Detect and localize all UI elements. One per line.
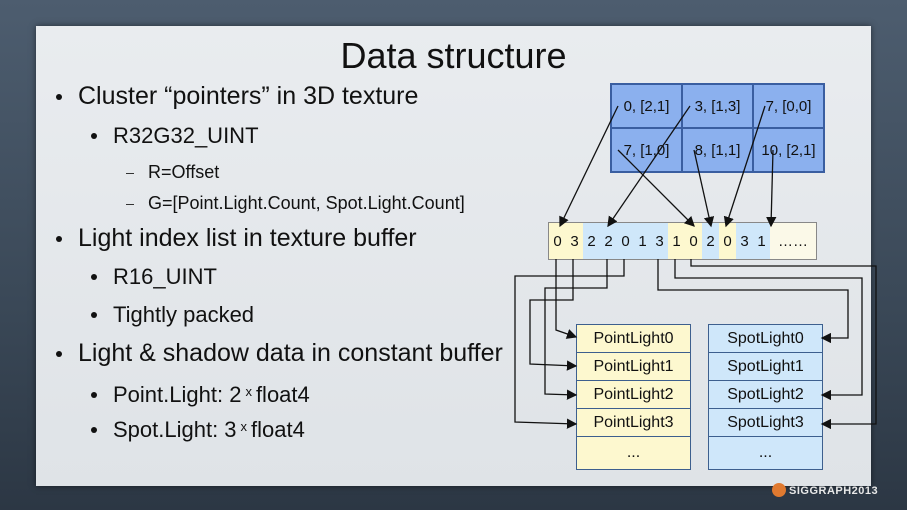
index-cell: 1 — [668, 223, 685, 259]
index-list-strip: 0 3 2 2 0 1 3 1 0 2 0 3 1 …… — [548, 222, 817, 260]
spot-light-row: SpotLight0 — [709, 325, 822, 353]
cluster-cell: 3, [1,3] — [682, 84, 753, 128]
point-light-row: PointLight1 — [577, 353, 690, 381]
index-cell: 1 — [634, 223, 651, 259]
spot-light-row: SpotLight1 — [709, 353, 822, 381]
bullet-g-counts: G=[Point.Light.Count, Spot.Light.Count] — [126, 193, 465, 214]
grid-arrow — [617, 149, 695, 227]
cluster-cell: 7, [0,0] — [753, 84, 824, 128]
slide-title: Data structure — [340, 35, 567, 76]
point-light-row: ... — [577, 437, 690, 469]
index-cell: 1 — [753, 223, 770, 259]
point-light-row: PointLight0 — [577, 325, 690, 353]
index-cell: 2 — [600, 223, 617, 259]
index-cell: 2 — [702, 223, 719, 259]
grid-arrow — [693, 149, 715, 228]
cluster-cell: 10, [2,1] — [753, 128, 824, 172]
bullet-r-offset: R=Offset — [126, 162, 219, 183]
bullet-r32g32: R32G32_UINT — [91, 123, 259, 149]
index-cell: 0 — [685, 223, 702, 259]
cluster-grid: 0, [2,1] 3, [1,3] 7, [0,0] 7, [1,0] 8, [… — [610, 83, 825, 173]
spot-light-row: SpotLight3 — [709, 409, 822, 437]
spot-light-row: SpotLight2 — [709, 381, 822, 409]
siggraph-logo: SIGGRAPH2013 — [772, 483, 878, 497]
point-light-row: PointLight2 — [577, 381, 690, 409]
index-arrow — [690, 259, 877, 430]
grid-arrow — [766, 149, 777, 228]
cluster-cell: 8, [1,1] — [682, 128, 753, 172]
index-cell: 0 — [719, 223, 736, 259]
bullet-tightly-packed: Tightly packed — [91, 302, 254, 328]
point-light-table: PointLight0 PointLight1 PointLight2 Poin… — [576, 324, 691, 470]
bullet-cluster-pointers: Cluster “pointers” in 3D texture — [56, 82, 418, 111]
point-light-row: PointLight3 — [577, 409, 690, 437]
index-arrow — [674, 259, 863, 401]
index-cell: 0 — [549, 223, 566, 259]
index-cell: 0 — [617, 223, 634, 259]
spot-light-table: SpotLight0 SpotLight1 SpotLight2 SpotLig… — [708, 324, 823, 470]
cluster-cell: 0, [2,1] — [611, 84, 682, 128]
index-tail: …… — [770, 223, 816, 259]
grid-arrow — [723, 105, 766, 228]
grid-arrow — [607, 105, 691, 228]
bullet-light-shadow-data: Light & shadow data in constant buffer — [56, 339, 503, 368]
index-arrow — [555, 259, 578, 339]
spot-light-row: ... — [709, 437, 822, 469]
grid-arrow — [559, 105, 619, 228]
index-arrow — [657, 259, 849, 344]
index-cell: 3 — [566, 223, 583, 259]
bullet-r16: R16_UINT — [91, 264, 217, 290]
bullet-light-index-list: Light index list in texture buffer — [56, 224, 417, 253]
index-arrow — [514, 259, 625, 429]
index-cell: 2 — [583, 223, 600, 259]
index-arrow — [544, 259, 608, 400]
index-cell: 3 — [736, 223, 753, 259]
index-arrow — [529, 259, 578, 371]
cluster-cell: 7, [1,0] — [611, 128, 682, 172]
index-cell: 3 — [651, 223, 668, 259]
